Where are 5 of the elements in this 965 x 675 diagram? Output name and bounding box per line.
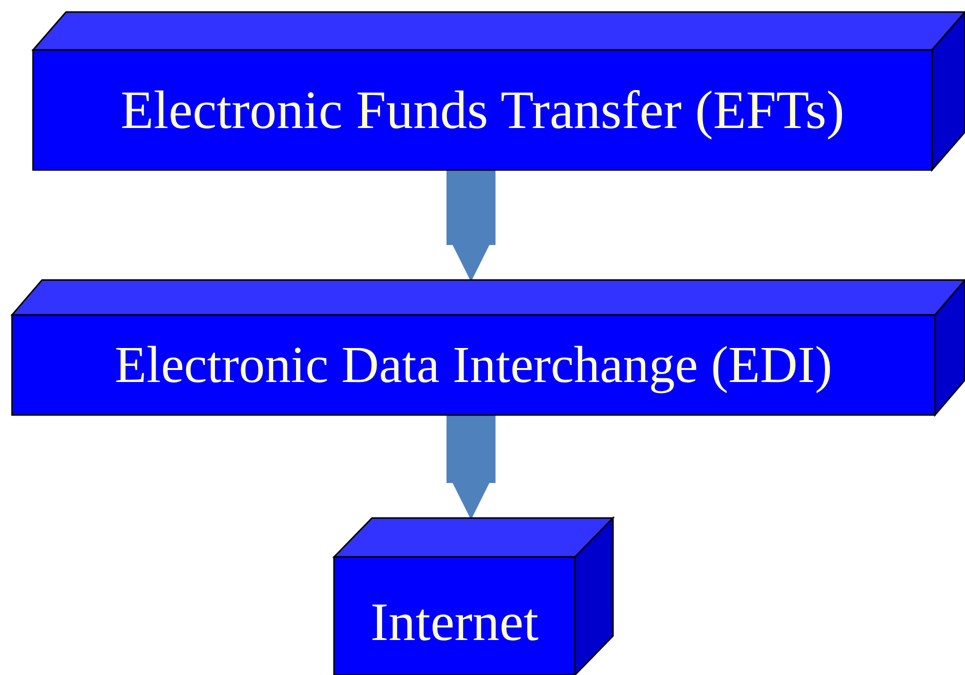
block-arrow: [446, 415, 496, 520]
box-label: Electronic Funds Transfer (EFTs): [120, 79, 844, 141]
block-arrow: [446, 170, 496, 282]
box-label: Internet: [370, 591, 538, 653]
box-label: Electronic Data Interchange (EDI): [114, 336, 832, 394]
